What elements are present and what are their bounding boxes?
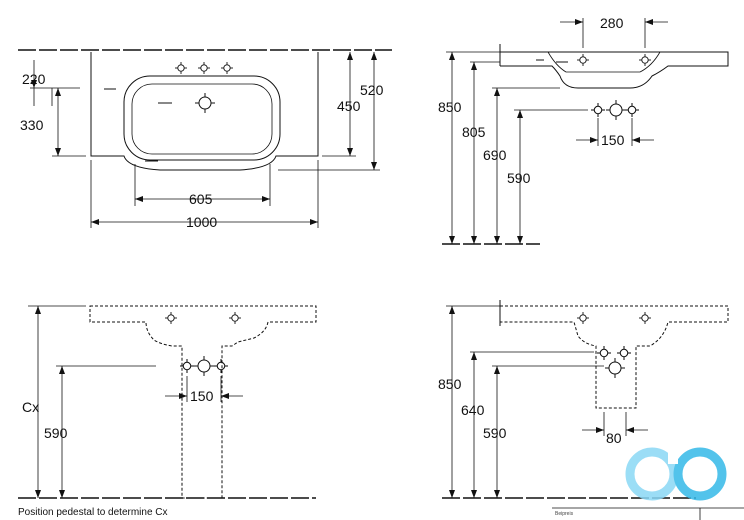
pedestal-note: Position pedestal to determine Cx [18, 507, 168, 518]
dim-330: 330 [20, 117, 44, 133]
top-view: 220 330 450 520 605 1000 [18, 49, 392, 230]
supply-left-icon [591, 103, 605, 117]
basin-pedestal-outline [89, 305, 317, 499]
waste-outlet-icon [605, 358, 625, 378]
supply-right-icon [214, 359, 228, 373]
basin-side-profile [500, 51, 729, 89]
supply-right-icon [625, 103, 639, 117]
dim-220: 220 [22, 71, 46, 87]
dim-805: 805 [462, 124, 486, 140]
drain-icon [195, 93, 215, 113]
dim-690: 690 [483, 147, 507, 163]
dim-850: 850 [438, 99, 462, 115]
dim-150: 150 [601, 132, 625, 148]
dim-cx: Cx [22, 399, 39, 415]
supply-left-icon [180, 359, 194, 373]
waste-outlet-icon [194, 356, 214, 376]
tap-hole-icon [229, 312, 241, 324]
front-pedestal-view: Cx 590 150 Position pedestal to determin… [18, 305, 317, 518]
basin-outline [90, 52, 319, 171]
dim-280: 280 [600, 15, 624, 31]
tap-hole-icon [639, 54, 651, 66]
watermark-logo [625, 446, 727, 501]
dim-850: 850 [438, 376, 462, 392]
dim-80: 80 [606, 430, 622, 446]
dim-590: 590 [483, 425, 507, 441]
waste-outlet-icon [606, 100, 626, 120]
dim-605: 605 [189, 191, 213, 207]
tap-hole-icon [577, 54, 589, 66]
title-block: Beipreis [552, 507, 744, 520]
bowl-inner [131, 83, 273, 155]
tap-hole-left-icon [175, 62, 187, 74]
dim-640: 640 [461, 402, 485, 418]
bowl-inner-profile [547, 51, 661, 73]
side-view: 280 150 850 805 690 590 [438, 15, 729, 245]
tap-hole-center-icon [198, 62, 210, 74]
bowl-outline [123, 75, 281, 161]
supply-left-icon [597, 346, 611, 360]
dim-1000: 1000 [186, 214, 217, 230]
tap-hole-right-icon [221, 62, 233, 74]
tap-hole-icon [639, 312, 651, 324]
side-pedestal-view: 850 640 590 80 [438, 300, 729, 499]
tap-hole-icon [165, 312, 177, 324]
dim-590: 590 [44, 425, 68, 441]
dim-450: 450 [337, 98, 361, 114]
tap-hole-icon [577, 312, 589, 324]
dim-150: 150 [190, 388, 214, 404]
dim-590: 590 [507, 170, 531, 186]
basin-pedestal-side-outline [499, 305, 729, 409]
dim-520: 520 [360, 82, 384, 98]
supply-right-icon [617, 346, 631, 360]
stamp-text: Beipreis [555, 511, 574, 517]
